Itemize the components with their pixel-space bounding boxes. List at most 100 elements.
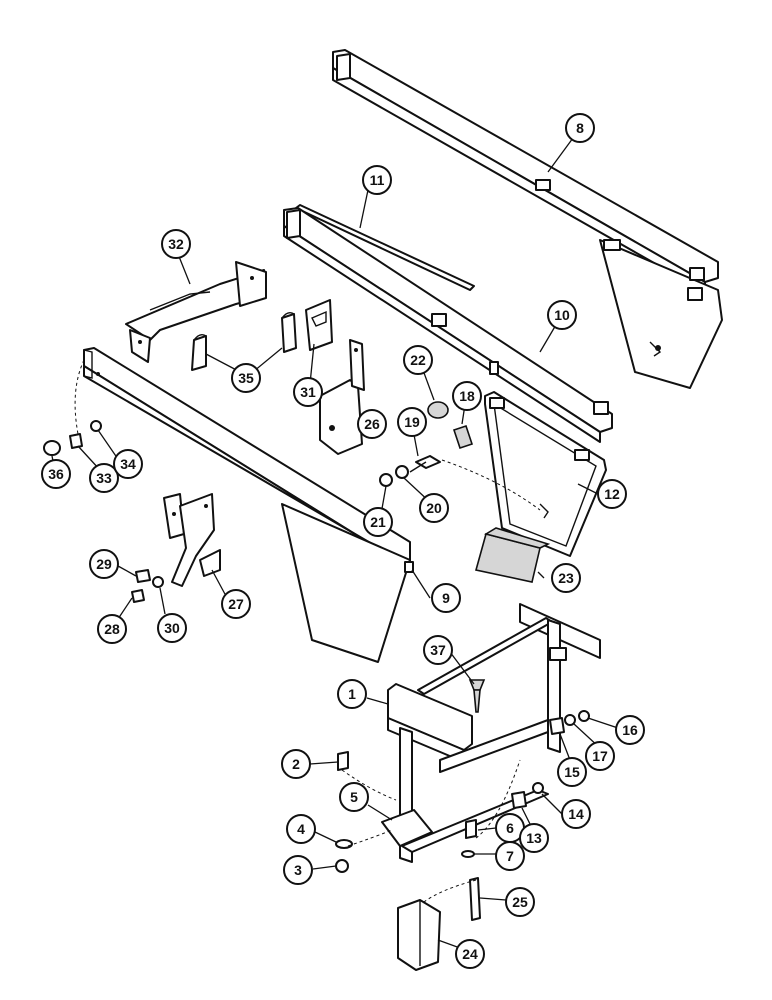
part-8-upper-rail-with-flap	[332, 49, 723, 389]
svg-text:36: 36	[48, 466, 64, 482]
svg-text:37: 37	[430, 642, 446, 658]
callout-17: 17	[585, 741, 615, 771]
svg-text:21: 21	[370, 514, 386, 530]
callout-7: 7	[495, 841, 525, 871]
callout-10: 10	[547, 300, 577, 330]
callout-36: 36	[41, 459, 71, 489]
part-16-nut	[578, 710, 590, 722]
svg-text:29: 29	[96, 556, 112, 572]
svg-text:19: 19	[404, 414, 420, 430]
part-34-nut	[90, 420, 102, 432]
part-19-stud	[409, 455, 441, 473]
callout-19: 19	[397, 407, 427, 437]
svg-text:11: 11	[370, 172, 385, 188]
callout-34: 34	[113, 449, 143, 479]
part-5-plate	[381, 809, 433, 847]
svg-text:28: 28	[104, 621, 120, 637]
svg-text:7: 7	[506, 848, 514, 864]
callout-21: 21	[363, 507, 393, 537]
svg-text:5: 5	[350, 789, 358, 805]
part-29-bolt	[135, 569, 151, 583]
part-6-bolt	[465, 819, 477, 839]
callout-23: 23	[551, 563, 581, 593]
part-35-clips	[191, 311, 297, 371]
callout-16: 16	[615, 715, 645, 745]
svg-text:33: 33	[96, 470, 112, 486]
part-24-bracket	[397, 899, 441, 971]
callout-14: 14	[561, 799, 591, 829]
svg-text:25: 25	[512, 894, 528, 910]
svg-text:17: 17	[592, 748, 608, 764]
callout-25: 25	[505, 887, 535, 917]
callout-12: 12	[597, 479, 627, 509]
svg-text:15: 15	[564, 764, 580, 780]
part-28-bolt	[131, 589, 145, 603]
part-20-washer	[395, 465, 409, 479]
part-3-nut	[335, 859, 349, 873]
callout-15: 15	[557, 757, 587, 787]
callout-35: 35	[231, 363, 261, 393]
callout-37: 37	[423, 635, 453, 665]
part-9-front-panel	[83, 347, 414, 663]
callout-5: 5	[339, 782, 369, 812]
svg-text:13: 13	[526, 830, 542, 846]
part-21-nut	[379, 473, 393, 487]
part-25-bolt	[469, 877, 481, 921]
part-13-bolt	[511, 791, 527, 809]
part-4-washer	[335, 839, 353, 849]
svg-text:35: 35	[238, 370, 254, 386]
callout-32: 32	[161, 229, 191, 259]
svg-text:9: 9	[442, 590, 450, 606]
part-36-cap	[43, 440, 61, 456]
svg-text:4: 4	[297, 821, 305, 837]
svg-text:12: 12	[604, 486, 620, 502]
part-32-bracket	[125, 261, 267, 363]
svg-text:30: 30	[164, 620, 180, 636]
part-18-grommet	[452, 424, 474, 450]
part-37-bolt	[468, 679, 486, 713]
callout-29: 29	[89, 549, 119, 579]
callout-3: 3	[283, 855, 313, 885]
svg-text:20: 20	[426, 500, 442, 516]
part-23-rubber-block	[475, 527, 551, 583]
part-14-washer	[532, 782, 544, 794]
callout-28: 28	[97, 614, 127, 644]
svg-text:18: 18	[459, 388, 475, 404]
svg-text:10: 10	[554, 307, 570, 323]
callout-27: 27	[221, 589, 251, 619]
part-10-middle-rail	[283, 207, 613, 443]
callout-13: 13	[519, 823, 549, 853]
svg-text:16: 16	[622, 722, 638, 738]
svg-text:8: 8	[576, 120, 584, 136]
svg-text:24: 24	[462, 946, 478, 962]
svg-text:26: 26	[364, 416, 380, 432]
callout-9: 9	[431, 583, 461, 613]
callout-18: 18	[452, 381, 482, 411]
part-26-bracket	[319, 339, 365, 455]
svg-text:32: 32	[168, 236, 184, 252]
part-27-bracket	[163, 493, 221, 587]
callout-24: 24	[455, 939, 485, 969]
svg-text:34: 34	[120, 456, 136, 472]
part-11-seal-strip	[295, 204, 475, 291]
callout-22: 22	[403, 345, 433, 375]
part-31-plate	[305, 299, 333, 351]
part-2-bolt	[337, 751, 349, 771]
callout-8: 8	[565, 113, 595, 143]
part-22-cap	[427, 401, 449, 419]
callout-1: 1	[337, 679, 367, 709]
svg-text:2: 2	[292, 756, 300, 772]
part-33-bolt	[69, 433, 83, 449]
part-30-nut	[152, 576, 164, 588]
svg-text:31: 31	[300, 384, 316, 400]
svg-text:27: 27	[228, 596, 244, 612]
callout-26: 26	[357, 409, 387, 439]
callout-20: 20	[419, 493, 449, 523]
svg-text:22: 22	[410, 352, 426, 368]
callout-31: 31	[293, 377, 323, 407]
svg-text:6: 6	[506, 820, 514, 836]
svg-text:14: 14	[568, 806, 584, 822]
part-17-washer	[564, 714, 576, 726]
callout-2: 2	[281, 749, 311, 779]
